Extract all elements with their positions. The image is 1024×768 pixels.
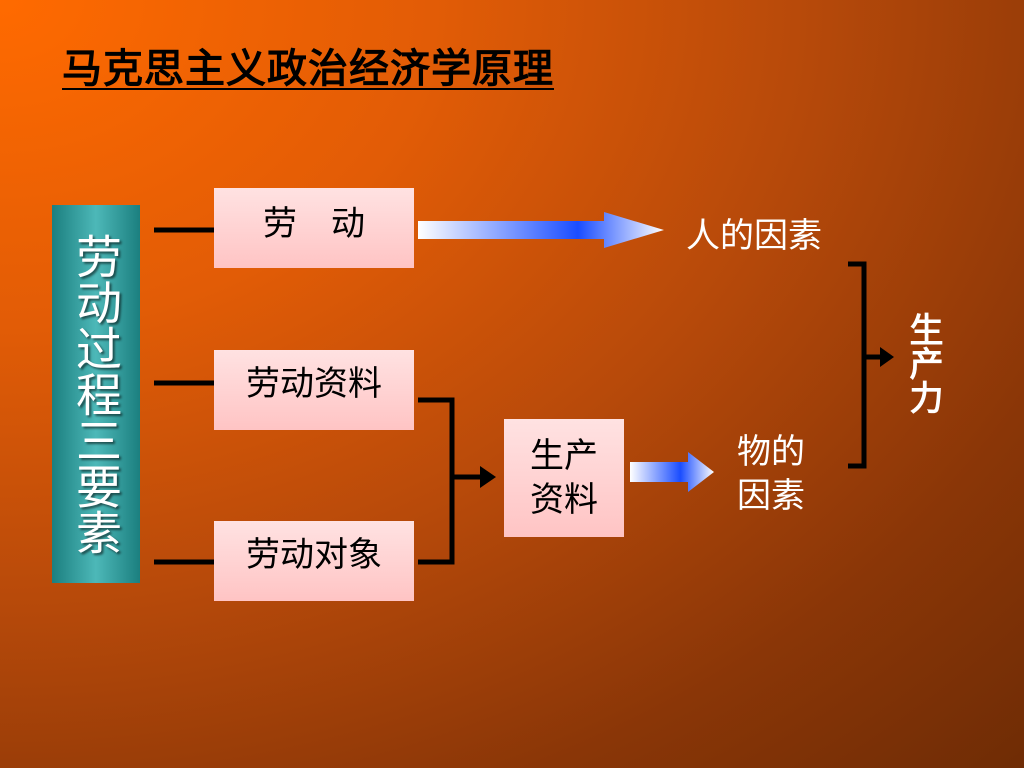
bracket-factors [848, 261, 867, 469]
bracket-factors-arrowhead [880, 347, 894, 367]
labor-box: 劳 动 [214, 188, 414, 268]
productivity-label: 生产力 [903, 312, 943, 414]
three-elements-label: 劳动过程三要素 [69, 233, 123, 555]
material-factor-label: 物的 因素 [737, 432, 805, 517]
means-of-production-label: 生产 资料 [530, 435, 598, 520]
means-of-labor-label: 劳动资料 [246, 364, 382, 404]
object-of-labor-box: 劳动对象 [214, 521, 414, 601]
bracket-means-object [418, 397, 455, 565]
labor-label: 劳 动 [263, 204, 365, 244]
bracket-arrowhead [480, 466, 496, 488]
arrow-to-human-factor [418, 212, 664, 248]
means-of-production-box: 生产 资料 [504, 419, 624, 537]
page-title: 马克思主义政治经济学原理 [62, 46, 554, 92]
means-of-labor-box: 劳动资料 [214, 350, 414, 430]
human-factor-label: 人的因素 [686, 216, 822, 256]
three-elements-box: 劳动过程三要素 [52, 205, 140, 583]
object-of-labor-label: 劳动对象 [246, 535, 382, 575]
arrow-to-material-factor [630, 452, 714, 492]
